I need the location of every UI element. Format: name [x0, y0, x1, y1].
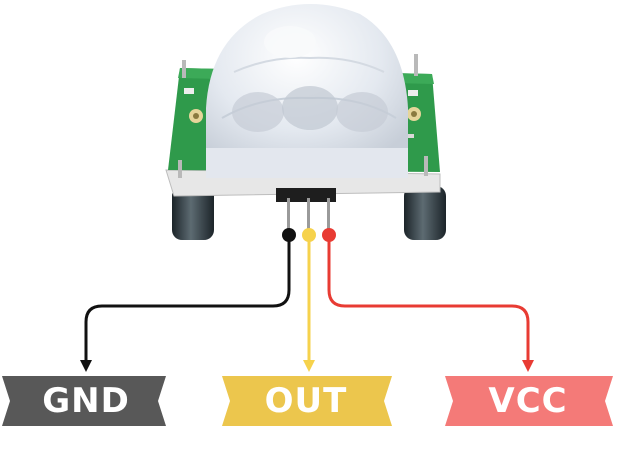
out-label: OUT [264, 381, 348, 421]
capacitor-left [172, 186, 214, 240]
out-arrowhead [303, 360, 315, 372]
pin-header [276, 188, 336, 234]
vcc-pin-dot [322, 228, 336, 242]
capacitor-right [404, 186, 446, 240]
out-pin-dot [302, 228, 316, 242]
vcc-wire [327, 236, 530, 362]
vcc-banner [445, 376, 613, 426]
gnd-banner [2, 376, 166, 426]
gnd-label: GND [42, 381, 130, 421]
vcc-label: VCC [488, 381, 568, 421]
gnd-pin-dot [282, 228, 296, 242]
gnd-wire [84, 236, 291, 362]
fresnel-dome [206, 4, 408, 178]
gnd-arrowhead [80, 360, 92, 372]
vcc-arrowhead [522, 360, 534, 372]
out-banner [222, 376, 392, 426]
